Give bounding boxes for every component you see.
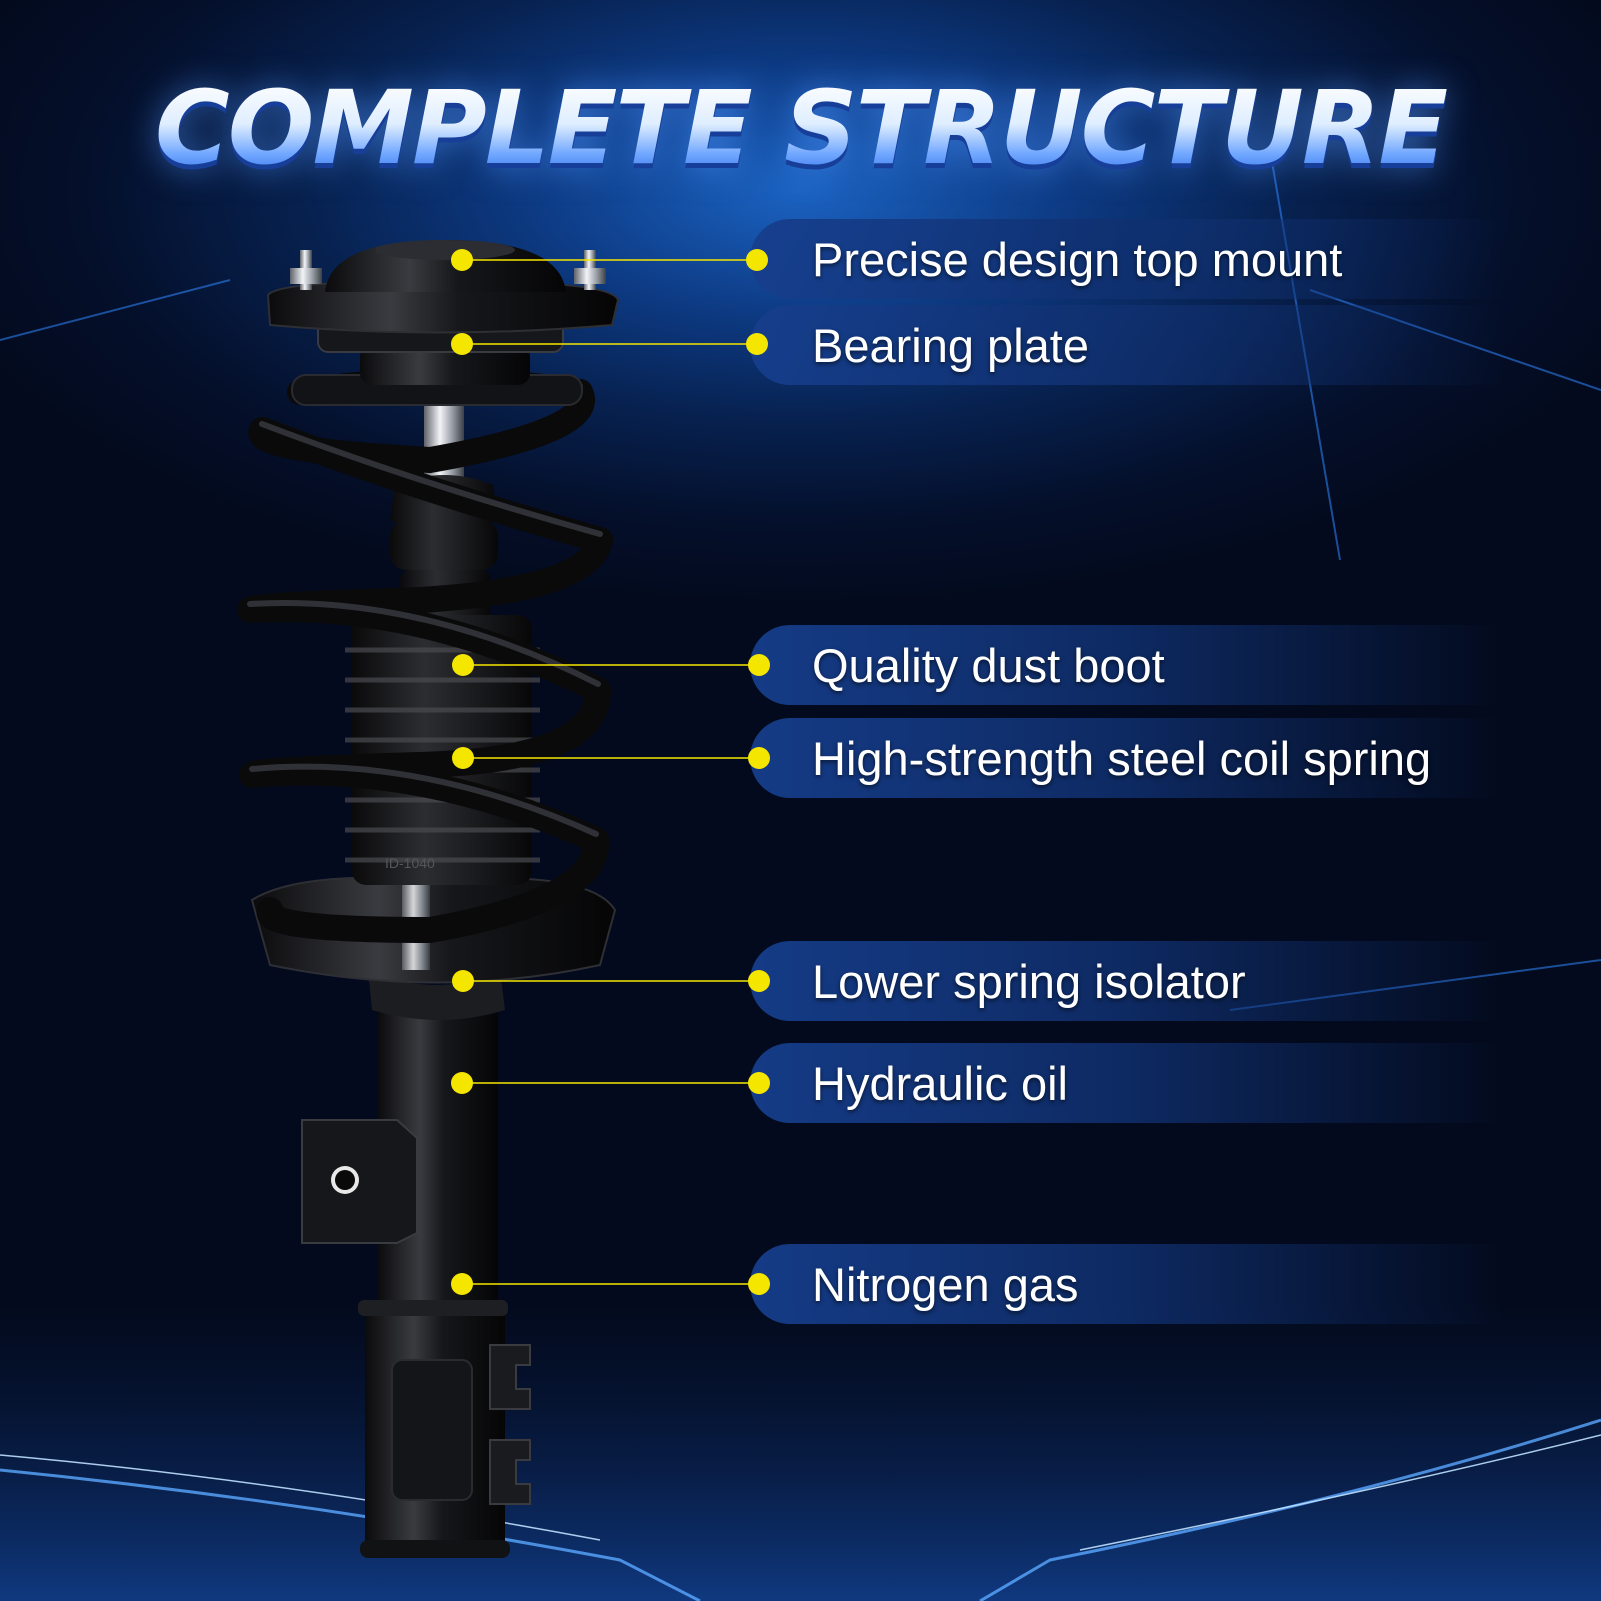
dot-isolator-part bbox=[452, 970, 474, 992]
dot-top-mount-label bbox=[746, 249, 768, 271]
boot-stamp: ID-1040 bbox=[385, 855, 435, 871]
page-title: COMPLETE STRUCTURE bbox=[0, 78, 1601, 180]
dot-spring-label bbox=[748, 747, 770, 769]
label-pill-hydraulic-oil bbox=[750, 1043, 1570, 1123]
dot-isolator-label bbox=[748, 970, 770, 992]
label-pill-bearing-plate bbox=[750, 305, 1570, 385]
dot-boot-label bbox=[748, 654, 770, 676]
dot-oil-part bbox=[451, 1072, 473, 1094]
label-dust-boot: Quality dust boot bbox=[812, 639, 1165, 692]
label-pill-dust-boot bbox=[750, 625, 1570, 705]
label-coil-spring: High-strength steel coil spring bbox=[812, 732, 1432, 785]
dot-top-mount-part bbox=[451, 249, 473, 271]
label-pill-coil-spring bbox=[750, 718, 1570, 798]
dot-spring-part bbox=[452, 747, 474, 769]
label-pill-nitrogen-gas bbox=[750, 1244, 1570, 1324]
label-nitrogen-gas: Nitrogen gas bbox=[812, 1258, 1079, 1311]
strut-body bbox=[301, 970, 531, 1558]
dot-bearing-label bbox=[746, 333, 768, 355]
dot-boot-part bbox=[452, 654, 474, 676]
label-pill-top-mount bbox=[750, 219, 1570, 299]
dot-oil-label bbox=[748, 1072, 770, 1094]
leader-lines bbox=[451, 249, 770, 1295]
label-pill-spring-isolator bbox=[750, 941, 1570, 1021]
dot-gas-label bbox=[748, 1273, 770, 1295]
label-spring-isolator: Lower spring isolator bbox=[812, 955, 1246, 1008]
dot-bearing-part bbox=[451, 333, 473, 355]
label-bearing-plate: Bearing plate bbox=[812, 319, 1089, 372]
label-hydraulic-oil: Hydraulic oil bbox=[812, 1057, 1068, 1110]
top-mount bbox=[266, 240, 620, 406]
dot-gas-part bbox=[451, 1273, 473, 1295]
dust-boot: ID-1040 bbox=[345, 615, 540, 885]
label-top-mount: Precise design top mount bbox=[812, 233, 1343, 286]
